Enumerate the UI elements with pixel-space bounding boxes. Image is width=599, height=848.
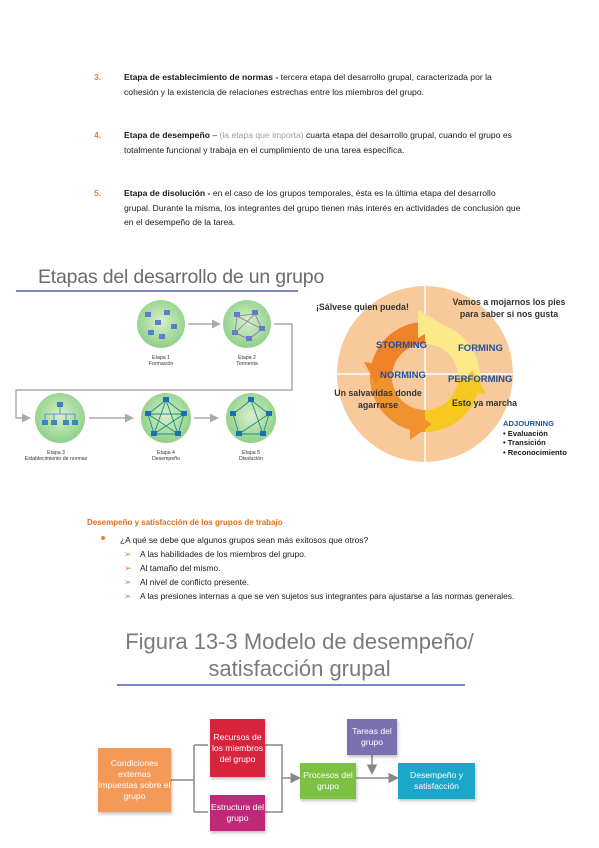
cycle-top-left: ¡Sálvese quien pueda! [316,302,409,312]
adjourning-item: • Reconocimiento [503,447,567,457]
list-item-stage-4: 4. Etapa de desempeño – (la etapa que im… [94,128,524,157]
list-number: 3. [94,72,102,82]
stage-aside: (la etapa que importa) [219,130,304,140]
arrow-icon: ➢ [124,591,132,601]
stage-title: Etapa de establecimiento de normas - [124,72,281,82]
adjourning-item: • Transición [503,438,546,447]
stage-4-circle [141,393,191,443]
arrow-icon: ➢ [124,563,132,573]
cycle-performing: PERFORMING [448,374,513,385]
stage-title: Etapa de disolución - [124,188,213,198]
figure-title: Figura 13-3 Modelo de desempeño/satisfac… [125,629,474,681]
list-number: 4. [94,130,102,140]
answer-item: ➢A las habilidades de los miembros del g… [124,548,520,562]
model-connectors [171,744,399,813]
stage-text: en el caso de los grupos temporales, ést… [124,188,521,227]
figure-underline [117,684,465,686]
stage-2-circle [223,300,271,348]
stage-3-circle [35,393,85,443]
stage-text: cuarta etapa del desarrollo grupal, cuan… [124,130,512,155]
answer-item: ➢Al nivel de conflicto presente. [124,576,520,590]
list-item-stage-3: 3. Etapa de establecimiento de normas - … [94,70,524,99]
stages-diagram [15,300,293,443]
arrow-icon: ➢ [124,577,132,587]
adjourning-block: ADJOURNING • Evaluación • Transición • R… [503,419,567,457]
cycle-forming: FORMING [458,343,503,354]
stage-text: tercera etapa del desarrollo grupal, car… [124,72,492,97]
stage-dash: – [209,130,220,140]
box-group-structure: Estructura del grupo [210,795,265,831]
adjourning-item: • Evaluación [503,428,548,438]
cycle-norming: NORMING [380,370,426,381]
box-external-conditions: Condiciones externas impuestas sobre el … [98,748,171,812]
box-member-resources: Recursos de los miembros del grupo [210,719,265,777]
team-cycle-diagram [337,286,513,462]
question-bullet: ¿A qué se debe que algunos grupos sean m… [101,535,369,545]
cycle-storming: STORMING [376,340,428,351]
title-underline [16,290,298,292]
stage-1-circle [137,300,185,348]
list-item-stage-5: 5. Etapa de disolución - en el caso de l… [94,186,524,230]
arrow-icon: ➢ [124,549,132,559]
section-title: Desempeño y satisfacción de los grupos d… [87,518,283,527]
stages-figure-title: Etapas del desarrollo de un grupo [38,266,325,288]
answer-item: ➢Al tamaño del mismo. [124,562,520,576]
cycle-bottom-right: Esto ya marcha [452,398,518,408]
stage-title: Etapa de desempeño [124,130,210,140]
stage-5-circle [226,393,276,443]
box-performance-satisfaction: Desempeño y satisfacción [398,763,475,799]
box-group-tasks: Tareas del grupo [347,719,397,755]
list-number: 5. [94,188,102,198]
adjourning-title: ADJOURNING [503,419,555,428]
question-text: ¿A qué se debe que algunos grupos sean m… [120,535,369,545]
bullet-icon [101,536,105,540]
answer-item: ➢A las presiones internas a que se ven s… [124,590,520,604]
box-group-processes: Procesos del grupo [300,763,356,799]
